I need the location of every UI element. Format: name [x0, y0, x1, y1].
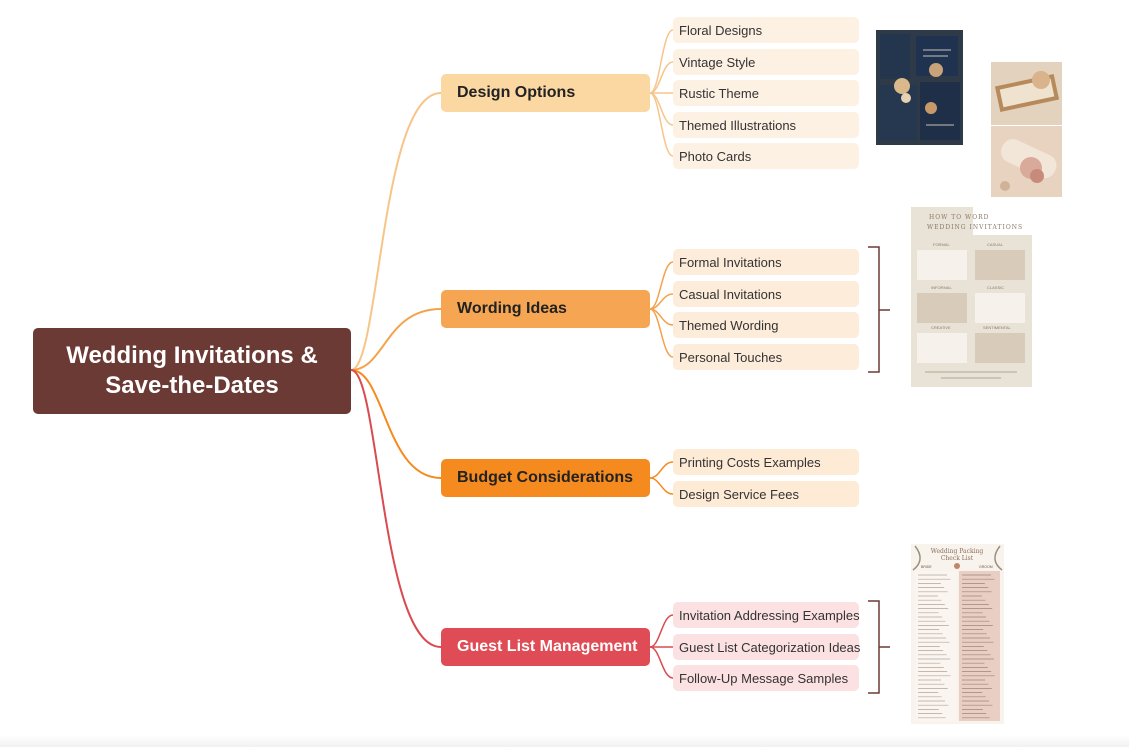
branch-budget-considerations[interactable]: Budget Considerations	[441, 459, 650, 497]
branch-label: Design Options	[457, 84, 576, 101]
leaf-label: Casual Invitations	[679, 286, 782, 302]
link-wording-ideas	[350, 308, 442, 371]
leaf-label: Rustic Theme	[679, 85, 759, 101]
links-design-leaves	[649, 29, 674, 157]
leaf-label: Guest List Categorization Ideas	[679, 639, 861, 655]
packing-col-groom: GROOM	[979, 565, 993, 569]
link-budget	[350, 369, 442, 479]
leaf-label: Invitation Addressing Examples	[679, 607, 860, 623]
wording-card-picture: HOW TO WORD WEDDING INVITATIONS FORMAL C…	[911, 207, 1032, 387]
leaf-floral-designs[interactable]: Floral Designs	[673, 17, 859, 43]
navy-invitations-picture	[876, 30, 963, 145]
branch-wording-ideas[interactable]: Wording Ideas	[441, 290, 650, 328]
bracket-guest	[868, 600, 890, 694]
leaf-label: Vintage Style	[679, 54, 756, 70]
leaf-label: Printing Costs Examples	[679, 454, 821, 470]
scroll-invitation-picture	[991, 126, 1062, 197]
leaf-casual-invitations[interactable]: Casual Invitations	[673, 281, 859, 307]
bottom-edge	[0, 735, 1129, 747]
root-topic[interactable]: Wedding Invitations & Save-the-Dates	[33, 328, 351, 414]
leaf-design-service-fees[interactable]: Design Service Fees	[673, 481, 859, 507]
leaf-invitation-addressing[interactable]: Invitation Addressing Examples	[673, 602, 860, 628]
branch-label: Guest List Management	[457, 638, 638, 655]
leaf-vintage-style[interactable]: Vintage Style	[673, 49, 859, 75]
leaf-label: Photo Cards	[679, 148, 752, 164]
card-section-informal: INFORMAL	[931, 285, 952, 290]
card-section-formal: FORMAL	[933, 242, 950, 247]
image-packing-list[interactable]: Wedding Packing Check List BRIDE GROOM	[911, 544, 1004, 724]
image-navy-invitations[interactable]	[876, 30, 963, 145]
packing-list-title: Wedding Packing	[931, 548, 984, 555]
wording-card-title: HOW TO WORD	[929, 214, 989, 221]
card-section-casual: CASUAL	[987, 242, 1004, 247]
card-section-classic: CLASSIC	[987, 285, 1004, 290]
root-label: Wedding Invitations & Save-the-Dates	[66, 342, 318, 399]
leaf-label: Follow-Up Message Samples	[679, 670, 849, 686]
svg-text:Check List: Check List	[941, 555, 974, 562]
image-wording-card[interactable]: HOW TO WORD WEDDING INVITATIONS FORMAL C…	[911, 207, 1032, 387]
image-rustic-box[interactable]	[991, 62, 1062, 125]
link-design-options	[350, 92, 442, 371]
link-guest-list	[350, 369, 442, 648]
card-section-creative: CREATIVE	[931, 325, 951, 330]
leaf-guest-list-categorization[interactable]: Guest List Categorization Ideas	[673, 634, 861, 660]
leaf-personal-touches[interactable]: Personal Touches	[673, 344, 859, 370]
bracket-wording	[868, 246, 890, 373]
leaf-label: Floral Designs	[679, 22, 763, 38]
image-scroll-invitation[interactable]	[991, 126, 1062, 197]
leaf-label: Formal Invitations	[679, 254, 782, 270]
leaf-rustic-theme[interactable]: Rustic Theme	[673, 80, 859, 106]
leaf-label: Design Service Fees	[679, 486, 799, 502]
links-wording-leaves	[649, 261, 674, 358]
leaf-label: Themed Wording	[679, 317, 779, 333]
leaf-themed-wording[interactable]: Themed Wording	[673, 312, 859, 338]
links-guest-leaves	[649, 614, 674, 679]
leaf-label: Themed Illustrations	[679, 117, 797, 133]
rustic-box-picture	[991, 62, 1062, 125]
leaf-themed-illustrations[interactable]: Themed Illustrations	[673, 112, 859, 138]
leaf-formal-invitations[interactable]: Formal Invitations	[673, 249, 859, 275]
leaf-printing-costs[interactable]: Printing Costs Examples	[673, 449, 859, 475]
leaf-label: Personal Touches	[679, 349, 783, 365]
links-budget-leaves	[649, 461, 674, 495]
svg-text:WEDDING INVITATIONS: WEDDING INVITATIONS	[927, 224, 1023, 231]
branch-label: Budget Considerations	[457, 469, 634, 486]
packing-col-bride: BRIDE	[921, 565, 932, 569]
branch-design-options[interactable]: Design Options	[441, 74, 650, 112]
packing-list-picture: Wedding Packing Check List BRIDE GROOM	[911, 544, 1004, 724]
branch-guest-list-management[interactable]: Guest List Management	[441, 628, 650, 666]
leaf-photo-cards[interactable]: Photo Cards	[673, 143, 859, 169]
branch-label: Wording Ideas	[457, 300, 567, 317]
card-section-sentimental: SENTIMENTAL	[983, 325, 1011, 330]
leaf-follow-up-messages[interactable]: Follow-Up Message Samples	[673, 665, 859, 691]
